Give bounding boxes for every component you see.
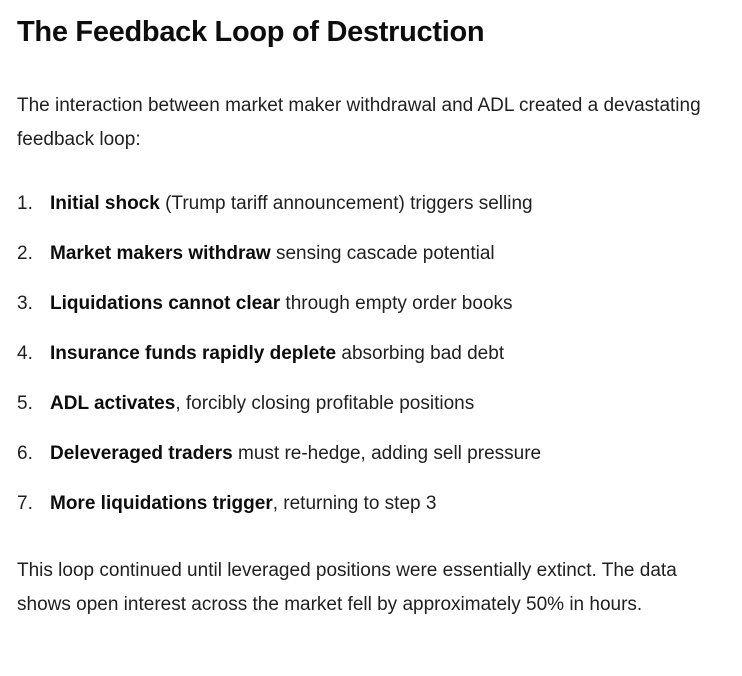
list-item-lead: Initial shock xyxy=(50,193,160,214)
list-item-lead: Deleveraged traders xyxy=(50,443,233,464)
list-item: 7. More liquidations trigger, returning … xyxy=(17,491,706,517)
closing-paragraph: This loop continued until leveraged posi… xyxy=(17,560,677,615)
list-item: 6. Deleveraged traders must re-hedge, ad… xyxy=(17,441,706,467)
list-item-rest: through empty order books xyxy=(280,293,513,314)
list-item-marker: 3. xyxy=(17,293,33,314)
feedback-loop-list: 1. Initial shock (Trump tariff announcem… xyxy=(17,191,706,517)
list-item-marker: 6. xyxy=(17,443,33,464)
list-item-marker: 5. xyxy=(17,393,33,414)
list-item-lead: More liquidations trigger xyxy=(50,493,273,514)
list-item: 5. ADL activates, forcibly closing profi… xyxy=(17,391,706,417)
list-item-rest: , returning to step 3 xyxy=(272,493,437,514)
list-item-rest: sensing cascade potential xyxy=(270,243,495,264)
list-item-lead: ADL activates xyxy=(50,393,176,414)
list-item-rest: (Trump tariff announcement) triggers sel… xyxy=(159,193,533,214)
list-item-marker: 2. xyxy=(17,243,33,264)
list-item-lead: Liquidations cannot clear xyxy=(50,293,281,314)
list-item: 3. Liquidations cannot clear through emp… xyxy=(17,291,706,317)
list-item-text: Liquidations cannot clear through empty … xyxy=(50,291,706,317)
list-item-rest: , forcibly closing profitable positions xyxy=(175,393,475,414)
list-item-text: Initial shock (Trump tariff announcement… xyxy=(50,191,706,217)
list-item-text: More liquidations trigger, returning to … xyxy=(50,491,706,517)
list-item-marker: 4. xyxy=(17,343,33,364)
intro-paragraph: The interaction between market maker wit… xyxy=(17,95,701,150)
list-item-lead: Market makers withdraw xyxy=(50,243,271,264)
list-item-rest: must re-hedge, adding sell pressure xyxy=(232,443,542,464)
list-item: 1. Initial shock (Trump tariff announcem… xyxy=(17,191,706,217)
list-item-text: Market makers withdraw sensing cascade p… xyxy=(50,241,706,267)
list-item-text: ADL activates, forcibly closing profitab… xyxy=(50,391,706,417)
list-item: 4. Insurance funds rapidly deplete absor… xyxy=(17,341,706,367)
page-title: The Feedback Loop of Destruction xyxy=(17,16,485,48)
list-item-rest: absorbing bad debt xyxy=(336,343,505,364)
list-item-lead: Insurance funds rapidly deplete xyxy=(50,343,337,364)
list-item-marker: 1. xyxy=(17,193,33,214)
list-item-marker: 7. xyxy=(17,493,33,514)
list-item-text: Deleveraged traders must re-hedge, addin… xyxy=(50,441,706,467)
list-item: 2. Market makers withdraw sensing cascad… xyxy=(17,241,706,267)
list-item-text: Insurance funds rapidly deplete absorbin… xyxy=(50,341,706,367)
